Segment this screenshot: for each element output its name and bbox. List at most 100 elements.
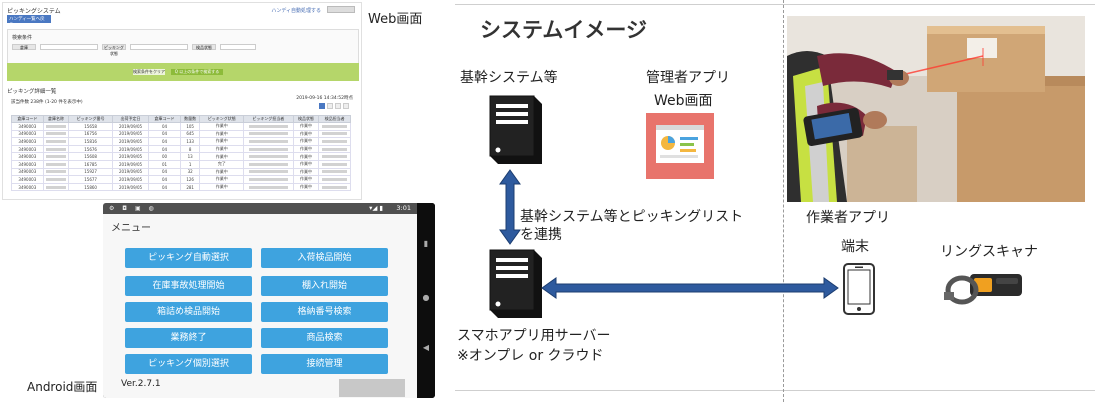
table-header-cell[interactable]: ピッキング番号 bbox=[68, 115, 113, 123]
redacted-value bbox=[248, 147, 288, 151]
redacted-value bbox=[322, 139, 347, 143]
menu-button[interactable]: 入荷検品開始 bbox=[261, 248, 388, 268]
page-button[interactable] bbox=[335, 103, 341, 109]
app-server-icon bbox=[489, 249, 542, 318]
web-back-tab[interactable]: ハンディ一覧へ戻る bbox=[7, 15, 51, 28]
admin-app-label: 管理者アプリ bbox=[646, 70, 730, 86]
page-button[interactable] bbox=[343, 103, 349, 109]
table-cell: 作業中 bbox=[199, 122, 245, 131]
table-cell: 作業中 bbox=[292, 182, 320, 192]
table-cell: 04 bbox=[148, 175, 181, 184]
search-button[interactable]: Q 以上の条件で検索する bbox=[171, 69, 223, 75]
page-button[interactable] bbox=[327, 103, 333, 109]
table-cell bbox=[243, 167, 294, 177]
worker-scanning-photo bbox=[787, 16, 1085, 202]
table-cell: 281 bbox=[179, 182, 201, 192]
redacted-value bbox=[248, 185, 288, 189]
table-header-cell[interactable]: 倉庫コード bbox=[11, 115, 44, 123]
table-cell: 作業中 bbox=[292, 159, 320, 169]
table-cell: 3490003 bbox=[11, 144, 44, 154]
filter-select-warehouse[interactable] bbox=[40, 44, 98, 50]
table-cell: 3490003 bbox=[11, 137, 44, 146]
page-button[interactable] bbox=[319, 103, 325, 109]
table-cell: 作業中 bbox=[292, 122, 320, 131]
core-server-icon bbox=[489, 95, 542, 164]
web-screen-screenshot: ピッキングシステム ハンディ自動処理する ハンディ一覧へ戻る 検索条件 倉庫 ピ… bbox=[2, 2, 362, 200]
filter-label-picking: ピッキング状態 bbox=[102, 44, 126, 56]
list-timestamp: 2019-09-16 14:34:52時点 bbox=[296, 96, 353, 101]
table-cell: 133 bbox=[179, 137, 201, 146]
android-screen-screenshot: ⚙ ◘ ▣ ◍ ▾◢ ▮ 3:01 メニュー ピッキング自動選択在庫事故処理開始… bbox=[103, 203, 435, 398]
table-cell bbox=[318, 137, 351, 146]
table-cell: 作業中 bbox=[292, 167, 320, 177]
menu-button[interactable]: 在庫事故処理開始 bbox=[125, 276, 252, 296]
table-header-cell[interactable]: ピッキング担当者 bbox=[243, 115, 294, 123]
frame-top-line bbox=[455, 4, 1095, 5]
table-cell bbox=[318, 122, 351, 131]
table-header-cell[interactable]: 出荷予定日 bbox=[111, 115, 150, 123]
table-cell bbox=[243, 129, 294, 139]
vertical-link-arrow bbox=[499, 169, 521, 245]
table-header-cell[interactable]: 倉庫コード bbox=[148, 115, 181, 123]
table-cell bbox=[318, 159, 351, 169]
web-top-button[interactable] bbox=[327, 6, 355, 13]
table-header-cell[interactable]: ピッキング状態 bbox=[199, 115, 245, 123]
back-icon[interactable]: ◀ bbox=[422, 343, 430, 352]
home-icon[interactable]: ● bbox=[422, 293, 430, 302]
redacted-value bbox=[322, 162, 347, 166]
table-cell: 2019/09/05 bbox=[111, 144, 150, 154]
table-header-cell[interactable]: 検品状態 bbox=[292, 115, 320, 123]
table-cell bbox=[42, 182, 70, 192]
table-cell: 2019/09/05 bbox=[111, 159, 150, 169]
menu-button[interactable]: ピッキング個別選択 bbox=[125, 354, 252, 374]
table-cell: 3490003 bbox=[11, 122, 44, 131]
menu-button[interactable]: ピッキング自動選択 bbox=[125, 248, 252, 268]
redacted-value bbox=[322, 170, 347, 174]
table-cell: 作業中 bbox=[199, 182, 245, 192]
table-cell: 3490003 bbox=[11, 129, 44, 139]
menu-button[interactable]: 業務終了 bbox=[125, 328, 252, 348]
web-top-link[interactable]: ハンディ自動処理する bbox=[271, 8, 321, 14]
worker-app-label: 作業者アプリ bbox=[806, 210, 890, 226]
pagination[interactable] bbox=[319, 103, 349, 109]
filter-select-picking[interactable] bbox=[130, 44, 188, 50]
recent-apps-icon[interactable]: ▮ bbox=[423, 239, 429, 248]
table-header-cell[interactable]: 数量数 bbox=[179, 115, 201, 123]
redacted-value bbox=[46, 185, 66, 189]
redacted-value bbox=[46, 177, 66, 181]
table-cell: 15816 bbox=[68, 137, 113, 146]
table-cell bbox=[243, 122, 294, 131]
table-cell: 3490003 bbox=[11, 167, 44, 177]
table-cell: 3490003 bbox=[11, 182, 44, 192]
table-header-cell[interactable]: 検品担当者 bbox=[318, 115, 351, 123]
menu-button[interactable]: 箱詰め検品開始 bbox=[125, 302, 252, 322]
filter-select-inspection[interactable] bbox=[220, 44, 256, 50]
server-label-line2: ※オンプレ or クラウド bbox=[457, 348, 604, 364]
menu-button[interactable]: 商品検索 bbox=[261, 328, 388, 348]
table-header-cell[interactable]: 倉庫名称 bbox=[42, 115, 70, 123]
table-cell bbox=[42, 129, 70, 139]
redacted-value bbox=[46, 147, 66, 151]
menu-button[interactable]: 接続管理 bbox=[261, 354, 388, 374]
server-label-line1: スマホアプリ用サーバー bbox=[457, 328, 611, 344]
table-cell bbox=[318, 129, 351, 139]
redacted-value bbox=[248, 124, 288, 128]
table-cell bbox=[243, 137, 294, 146]
table-cell bbox=[42, 175, 70, 184]
table-cell: 作業中 bbox=[199, 167, 245, 177]
menu-button[interactable]: 棚入れ開始 bbox=[261, 276, 388, 296]
menu-button[interactable]: 格納番号検索 bbox=[261, 302, 388, 322]
smartphone-icon bbox=[843, 263, 875, 315]
clear-button[interactable]: 検索条件をクリア bbox=[133, 69, 165, 75]
table-cell bbox=[42, 122, 70, 131]
table-cell bbox=[42, 144, 70, 154]
